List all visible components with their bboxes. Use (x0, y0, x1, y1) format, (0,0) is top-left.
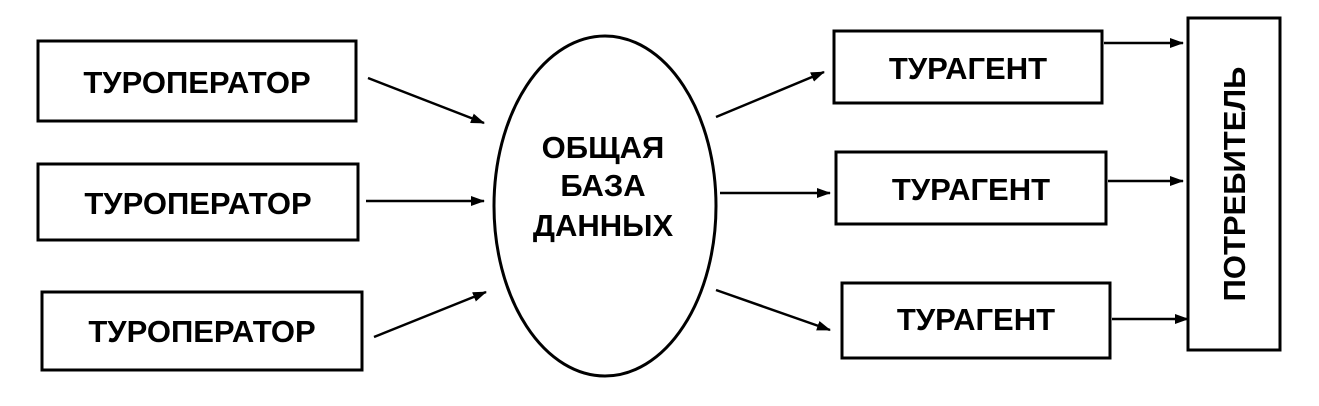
operator-label-2: ТУРОПЕРАТОР (84, 186, 311, 221)
agent-label-2: ТУРАГЕНТ (892, 172, 1050, 207)
operator-box-1: ТУРОПЕРАТОР (36, 39, 358, 123)
operator-box-2: ТУРОПЕРАТОР (36, 162, 360, 242)
agent-label-1: ТУРАГЕНТ (889, 51, 1047, 86)
arrow-operator1-to-database (367, 76, 485, 125)
consumer-label: ПОТРЕБИТЕЛЬ (1217, 67, 1252, 302)
arrow-database-to-agent3 (715, 288, 831, 332)
agent-box-2: ТУРАГЕНТ (834, 150, 1108, 226)
database-ellipse: ОБЩАЯ БАЗА ДАННЫХ (492, 34, 718, 378)
agent-label-3: ТУРАГЕНТ (897, 302, 1055, 337)
database-line-2: БАЗА (560, 168, 645, 203)
consumer-box: ПОТРЕБИТЕЛЬ (1186, 16, 1282, 352)
database-line-1: ОБЩАЯ (542, 130, 665, 165)
arrow-operator3-to-database (373, 290, 487, 339)
operator-box-3: ТУРОПЕРАТОР (40, 290, 364, 372)
agent-box-1: ТУРАГЕНТ (832, 29, 1104, 105)
arrow-database-to-agent1 (715, 70, 825, 119)
database-line-3: ДАННЫХ (533, 208, 674, 243)
operator-label-3: ТУРОПЕРАТОР (88, 314, 315, 349)
agent-box-3: ТУРАГЕНТ (840, 281, 1112, 360)
operator-label-1: ТУРОПЕРАТОР (83, 65, 310, 100)
